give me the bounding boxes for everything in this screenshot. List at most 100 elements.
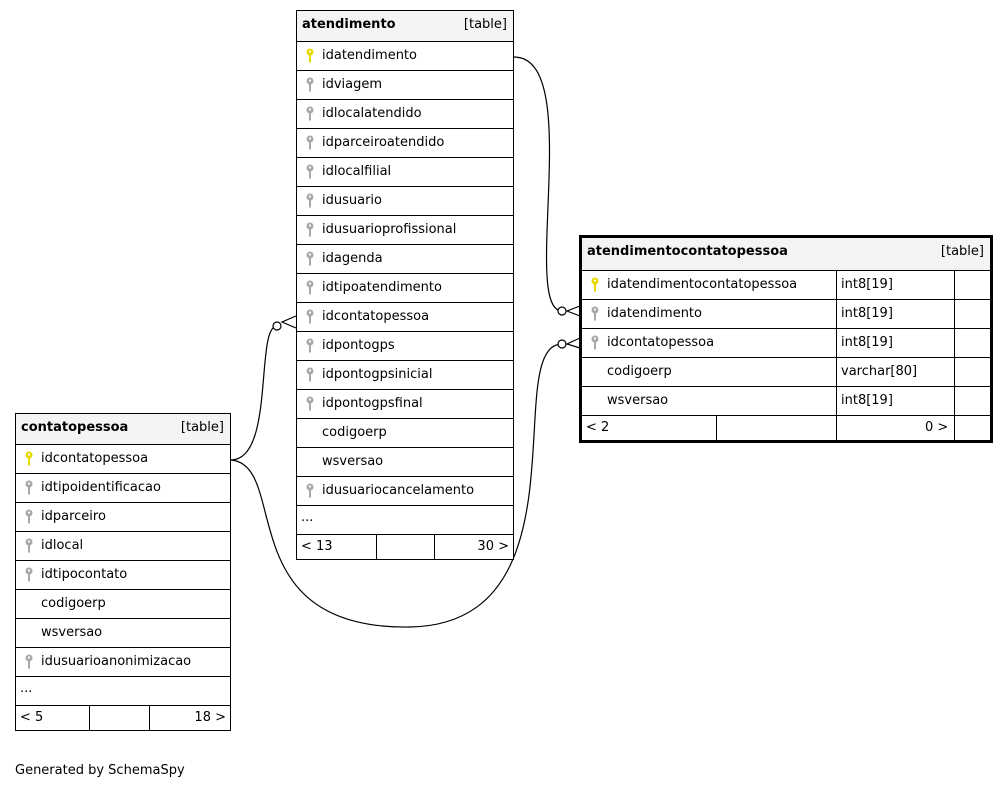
- column-row-wsversao[interactable]: wsversao: [297, 448, 513, 477]
- column-name: idpontogpsinicial: [322, 367, 433, 382]
- column-name: idlocal: [41, 538, 84, 553]
- table-footer: < 13 30 >: [297, 535, 513, 559]
- column-name: idtipoidentificacao: [41, 480, 161, 495]
- children-count[interactable]: 30 >: [477, 539, 509, 554]
- column-row-idusuariocancelamento[interactable]: idusuariocancelamento: [297, 477, 513, 506]
- foreign-key-icon: [305, 135, 315, 151]
- column-row-idtipocontato[interactable]: idtipocontato: [16, 561, 230, 590]
- column-name: wsversao: [607, 393, 669, 408]
- table-kind: [table]: [463, 17, 507, 32]
- foreign-key-icon: [305, 309, 315, 325]
- column-row-wsversao[interactable]: wsversao int8[19]: [582, 387, 990, 416]
- footer-divider: [376, 535, 377, 559]
- edge-contatopessoa-to-atendimento: [230, 325, 278, 461]
- column-row-idpontogpsinicial[interactable]: idpontogpsinicial: [297, 361, 513, 390]
- column-row-idatendimento[interactable]: idatendimento: [297, 42, 513, 71]
- column-name: idparceiro: [41, 509, 106, 524]
- cell-divider: [836, 329, 837, 358]
- column-row-idparceiroatendido[interactable]: idparceiroatendido: [297, 129, 513, 158]
- column-row-idcontatopessoa[interactable]: idcontatopessoa int8[19]: [582, 329, 990, 358]
- foreign-key-icon: [24, 509, 34, 525]
- column-name: idlocalfilial: [322, 164, 392, 179]
- column-row-idpontogps[interactable]: idpontogps: [297, 332, 513, 361]
- column-row-idusuarioanonimizacao[interactable]: idusuarioanonimizacao: [16, 648, 230, 677]
- column-name: idusuario: [322, 193, 382, 208]
- column-name: idatendimento: [322, 48, 417, 63]
- column-name: codigoerp: [607, 364, 672, 379]
- column-row-idlocalatendido[interactable]: idlocalatendido: [297, 100, 513, 129]
- table-header[interactable]: contatopessoa [table]: [16, 414, 230, 445]
- foreign-key-icon: [590, 306, 600, 322]
- column-row-idtipoatendimento[interactable]: idtipoatendimento: [297, 274, 513, 303]
- foreign-key-icon: [24, 567, 34, 583]
- column-type: int8[19]: [841, 393, 893, 408]
- column-row-idusuario[interactable]: idusuario: [297, 187, 513, 216]
- column-name: idtipocontato: [41, 567, 128, 582]
- foreign-key-icon: [305, 338, 315, 354]
- foreign-key-icon: [305, 193, 315, 209]
- parents-count[interactable]: < 13: [301, 539, 333, 554]
- edge-contatopessoa-to-atendimento-crowsfoot: [280, 315, 297, 329]
- column-row-idlocalfilial[interactable]: idlocalfilial: [297, 158, 513, 187]
- column-row-idcontatopessoa[interactable]: idcontatopessoa: [16, 445, 230, 474]
- more-columns[interactable]: ...: [297, 506, 513, 535]
- foreign-key-icon: [305, 367, 315, 383]
- column-row-idcontatopessoa[interactable]: idcontatopessoa: [297, 303, 513, 332]
- column-type: int8[19]: [841, 306, 893, 321]
- column-row-idagenda[interactable]: idagenda: [297, 245, 513, 274]
- table-kind: [table]: [180, 420, 224, 435]
- footer-divider: [836, 416, 837, 440]
- column-row-idusuarioprofissional[interactable]: idusuarioprofissional: [297, 216, 513, 245]
- cell-divider: [836, 300, 837, 329]
- column-row-idparceiro[interactable]: idparceiro: [16, 503, 230, 532]
- column-name: idcontatopessoa: [607, 335, 715, 350]
- parents-count[interactable]: < 2: [586, 420, 610, 435]
- column-row-idlocal[interactable]: idlocal: [16, 532, 230, 561]
- column-name: wsversao: [41, 625, 103, 640]
- table-contatopessoa[interactable]: contatopessoa [table] idcontatopessoa idt…: [15, 413, 231, 731]
- column-name: idtipoatendimento: [322, 280, 442, 295]
- more-columns[interactable]: ...: [16, 677, 230, 706]
- children-count[interactable]: 18 >: [194, 710, 226, 725]
- column-row-idviagem[interactable]: idviagem: [297, 71, 513, 100]
- cell-divider: [836, 387, 837, 416]
- column-name: idcontatopessoa: [322, 309, 430, 324]
- cell-divider: [836, 358, 837, 387]
- column-name: codigoerp: [41, 596, 106, 611]
- table-footer: < 5 18 >: [16, 706, 230, 730]
- edge-contatopessoa-to-acp-crowsfoot: [565, 337, 581, 349]
- footer-divider: [434, 535, 435, 559]
- edge-contatopessoa-to-acp-optional-marker: [557, 339, 567, 349]
- foreign-key-icon: [305, 164, 315, 180]
- footer-divider: [149, 706, 150, 730]
- table-header[interactable]: atendimentocontatopessoa [table]: [582, 238, 990, 271]
- column-row-wsversao[interactable]: wsversao: [16, 619, 230, 648]
- column-row-idpontogpsfinal[interactable]: idpontogpsfinal: [297, 390, 513, 419]
- table-header[interactable]: atendimento [table]: [297, 11, 513, 42]
- footer-divider: [716, 416, 717, 440]
- parents-count[interactable]: < 5: [20, 710, 44, 725]
- primary-key-icon: [305, 48, 315, 64]
- column-type: int8[19]: [841, 335, 893, 350]
- more-columns-text: ...: [20, 681, 33, 696]
- table-name: atendimentocontatopessoa: [587, 244, 788, 259]
- foreign-key-icon: [24, 538, 34, 554]
- children-count[interactable]: 0 >: [925, 420, 949, 435]
- table-atendimentocontatopessoa[interactable]: atendimentocontatopessoa [table] idatend…: [579, 235, 993, 443]
- footer-divider: [89, 706, 90, 730]
- primary-key-icon: [590, 277, 600, 293]
- column-row-codigoerp[interactable]: codigoerp: [16, 590, 230, 619]
- table-atendimento[interactable]: atendimento [table] idatendimento idviage…: [296, 10, 514, 560]
- cell-divider: [954, 271, 955, 300]
- foreign-key-icon: [305, 77, 315, 93]
- column-name: idpontogps: [322, 338, 395, 353]
- table-kind: [table]: [940, 244, 984, 259]
- column-row-codigoerp[interactable]: codigoerp: [297, 419, 513, 448]
- column-row-idtipoidentificacao[interactable]: idtipoidentificacao: [16, 474, 230, 503]
- cell-divider: [954, 300, 955, 329]
- foreign-key-icon: [305, 280, 315, 296]
